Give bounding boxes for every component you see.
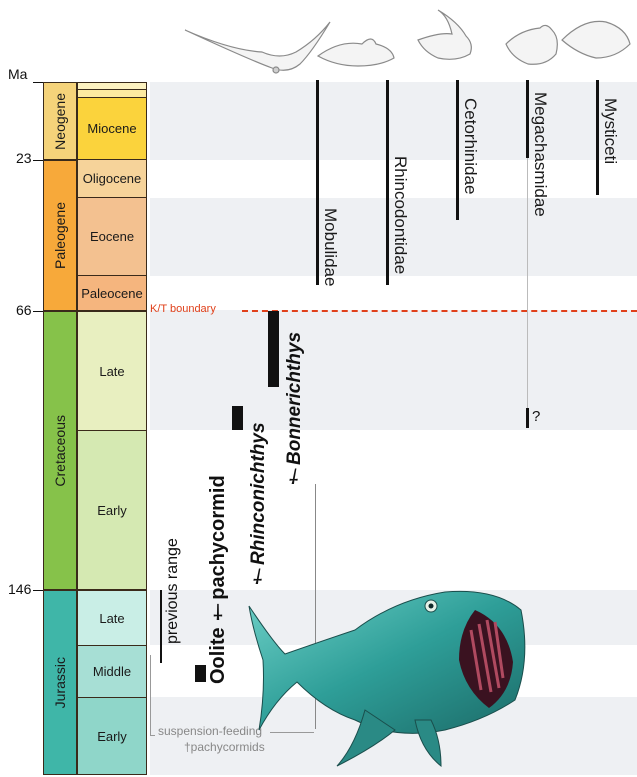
silhouettes [0, 0, 637, 90]
taxon-range-mysticeti [596, 80, 599, 195]
epoch-label: Late [99, 364, 124, 379]
whale-shark-icon [318, 39, 394, 66]
kt-boundary-label: K/T boundary [150, 303, 216, 315]
taxon-label-cetorhinidae: Cetorhinidae [460, 98, 480, 194]
period-paleogene: Paleogene [43, 160, 77, 311]
epoch-label: Eocene [90, 229, 134, 244]
epoch-paleocene: Paleocene [77, 275, 147, 311]
axis-tick [33, 311, 43, 312]
period-neogene: Neogene [43, 82, 77, 160]
taxon-range-cetorhinidae [456, 80, 459, 220]
fossil-label-bonnerichthys: †Bonnerichthys [284, 310, 306, 486]
axis-tick [33, 160, 43, 161]
previous-range-line [160, 590, 162, 663]
taxon-range-rhincodontidae [386, 80, 389, 285]
epoch-early-jurassic: Early [77, 697, 147, 775]
band [150, 310, 637, 430]
epoch-eocene: Eocene [77, 197, 147, 276]
megamouth-shark-icon [506, 25, 557, 64]
fossil-bar-oolite-pachycormid [195, 665, 206, 682]
taxon-label-megachasmidae: Megachasmidae [530, 92, 550, 217]
period-jurassic: Jurassic [43, 590, 77, 775]
pachycormid-fish-icon [245, 570, 535, 770]
epoch-label: Paleocene [81, 286, 142, 301]
epoch-label: Oligocene [83, 171, 142, 186]
taxon-range-mobulidae [316, 80, 319, 285]
axis-tick-label: 146 [8, 581, 31, 597]
suspension-bracket [150, 655, 155, 736]
epoch-early-cretaceous: Early [77, 430, 147, 590]
epoch-label: Early [97, 503, 127, 518]
taxon-label-rhincodontidae: Rhincodontidae [390, 156, 410, 274]
previous-range-label: previous range [164, 534, 182, 644]
epoch-label: Early [97, 729, 127, 744]
period-label: Cretaceous [52, 415, 68, 487]
axis-tick-label: 66 [16, 302, 32, 318]
uncertain-mark: ? [532, 408, 540, 425]
megachasmidae-fossil-mark [526, 408, 529, 428]
megachasmidae-uncertain-range [527, 158, 528, 408]
period-label: Neogene [52, 93, 68, 150]
epoch-label: Middle [93, 664, 131, 679]
epoch-middle-jurassic: Middle [77, 645, 147, 698]
band [150, 82, 637, 160]
baleen-whale-icon [562, 21, 630, 58]
period-label: Jurassic [52, 657, 68, 708]
fossil-label-oolite-pachycormid: Oolite †pachycormid [207, 476, 230, 684]
period-cretaceous: Cretaceous [43, 311, 77, 590]
epoch-label: Late [99, 611, 124, 626]
fossil-bar-rhinconichthys [232, 406, 243, 430]
epoch-miocene: Miocene [77, 97, 147, 160]
epoch-late-cretaceous: Late [77, 311, 147, 431]
axis-tick [33, 590, 43, 591]
taxon-label-mysticeti: Mysticeti [600, 98, 620, 164]
basking-shark-icon [418, 10, 471, 59]
manta-ray-icon [185, 22, 330, 73]
epoch-oligocene: Oligocene [77, 159, 147, 198]
epoch-late-jurassic: Late [77, 590, 147, 646]
epoch-label: Miocene [87, 121, 136, 136]
taxon-label-mobulidae: Mobulidae [320, 208, 340, 286]
period-label: Paleogene [52, 202, 68, 269]
fossil-bar-bonnerichthys [268, 311, 279, 387]
axis-tick-label: 23 [16, 150, 32, 166]
fossil-label-rhinconichthys: †Rhinconichthys [248, 406, 270, 586]
taxon-range-megachasmidae [526, 80, 529, 158]
